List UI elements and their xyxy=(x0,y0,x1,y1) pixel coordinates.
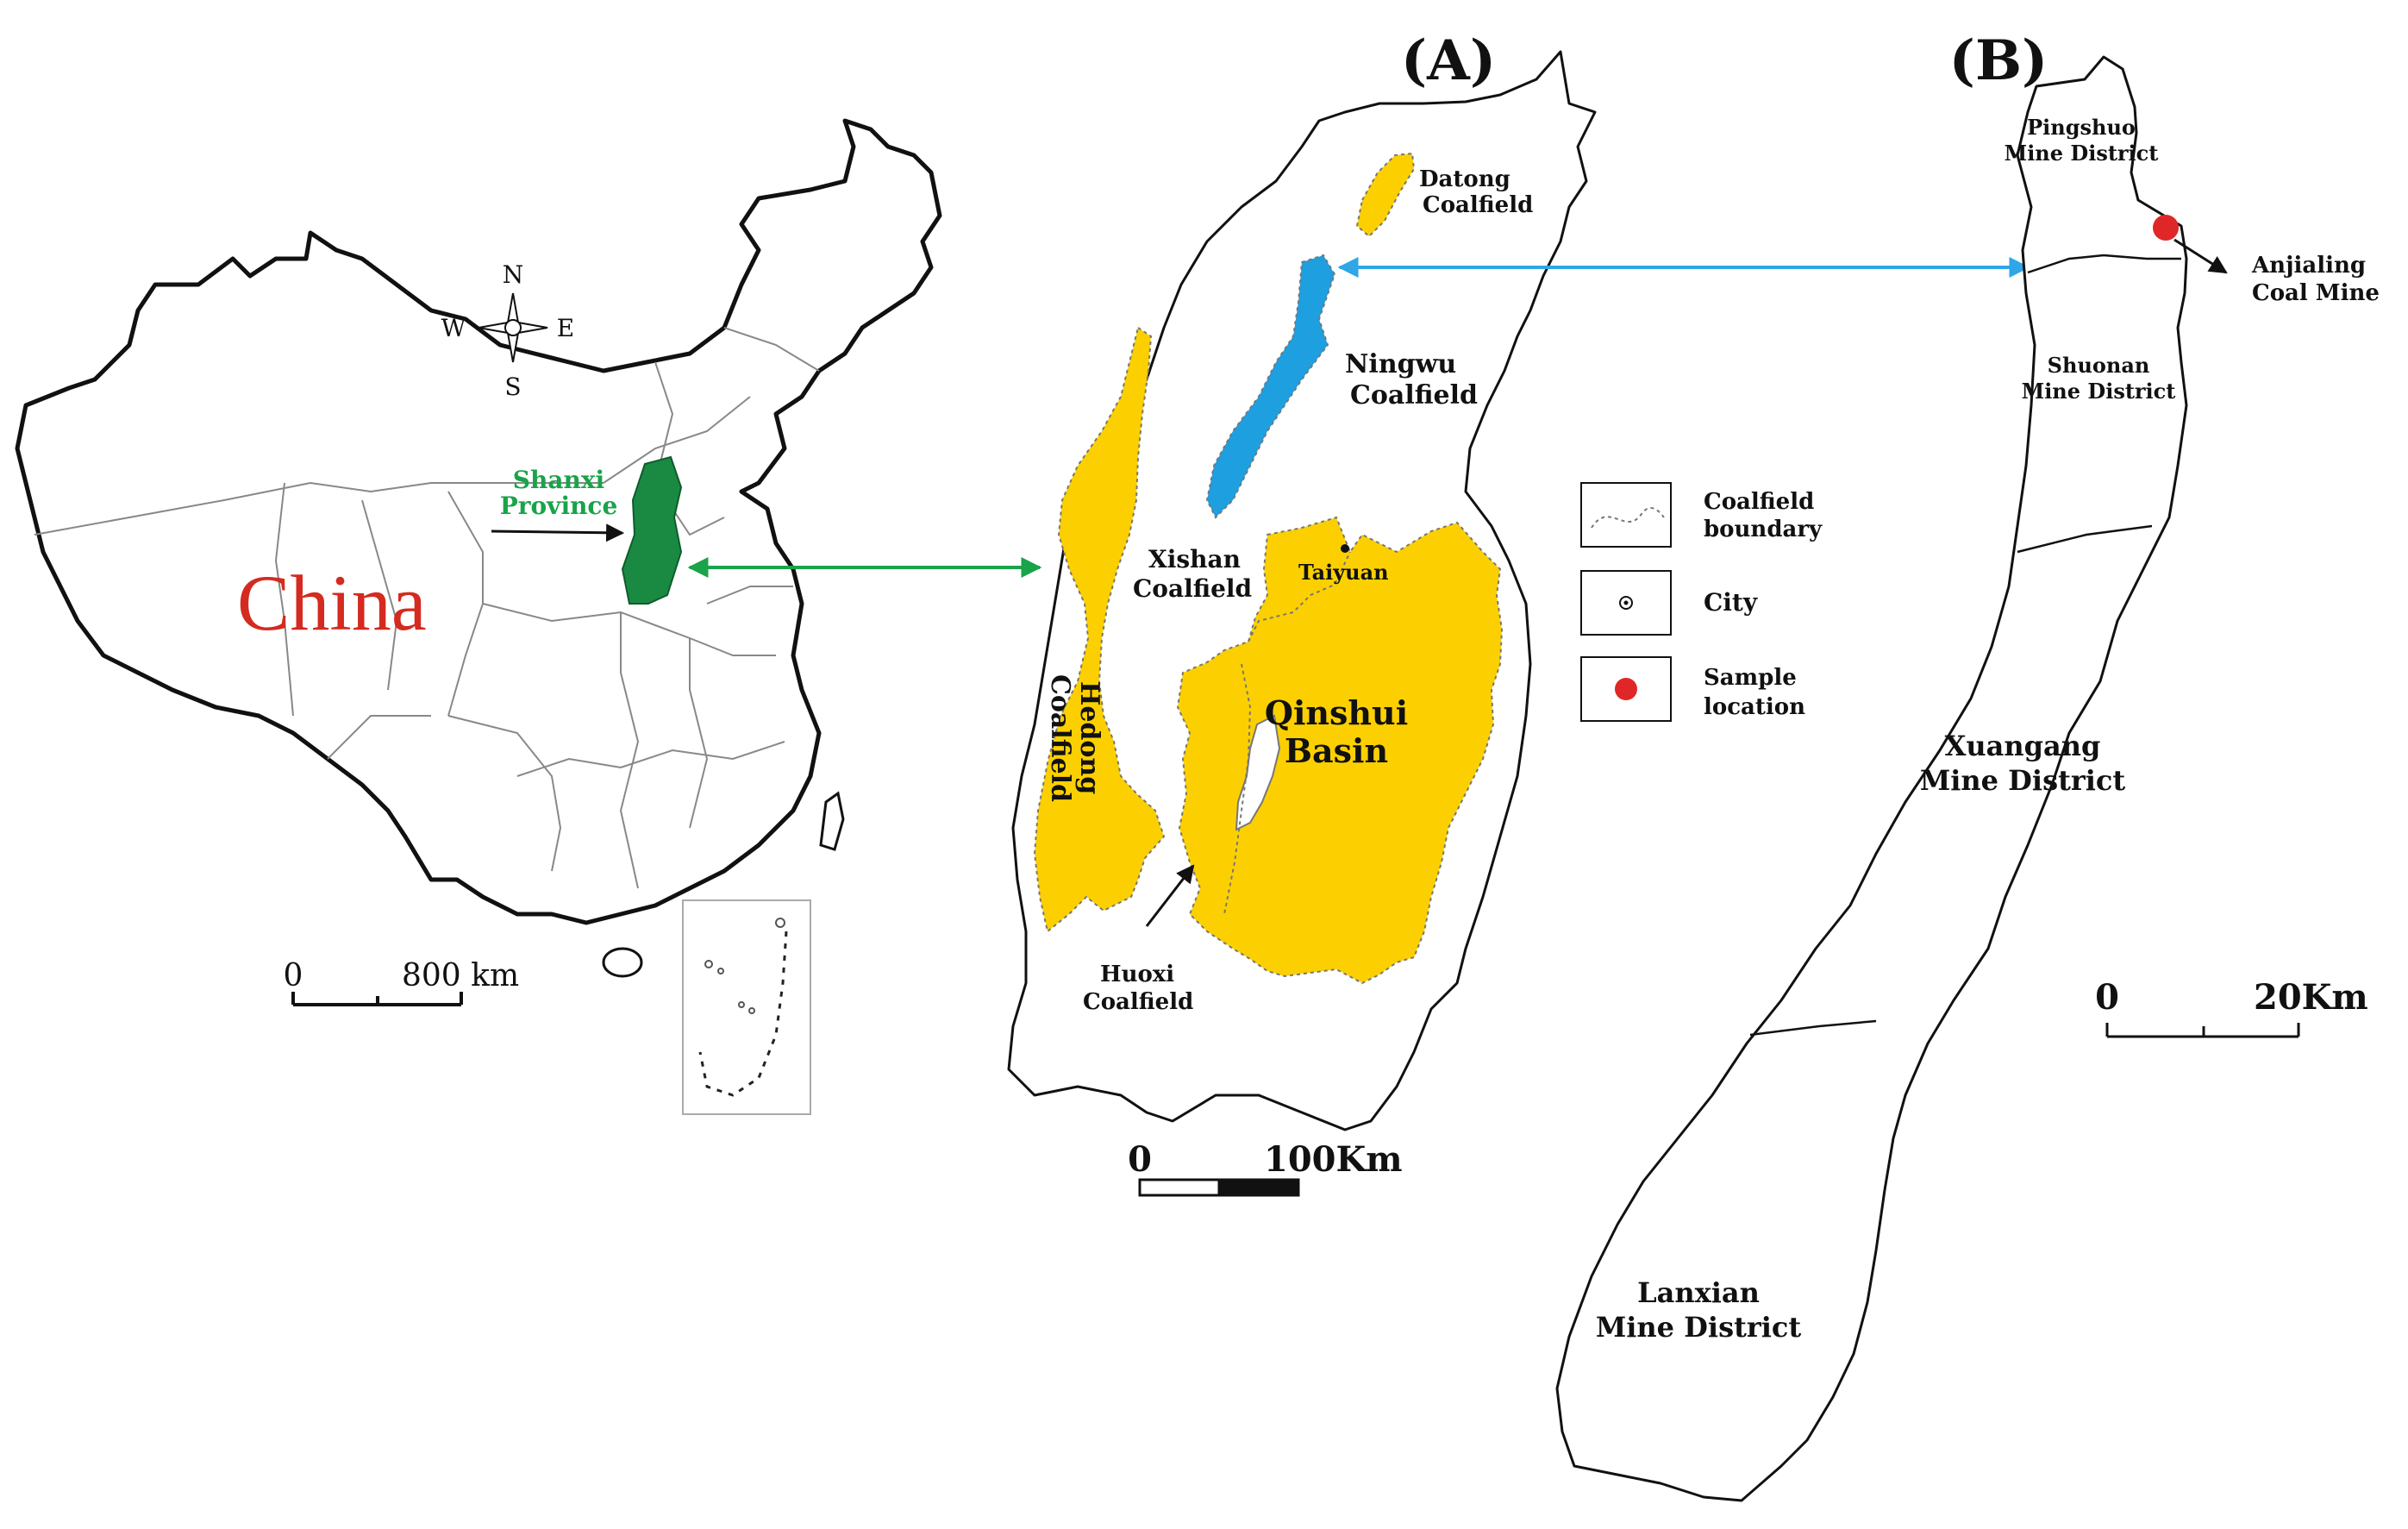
compass-south: S xyxy=(504,373,521,401)
legend-boundary-label-2: boundary xyxy=(1704,517,1823,542)
inset-dashed-line xyxy=(698,931,788,1097)
south-china-sea-inset xyxy=(682,899,811,1115)
xuangang-label-1: Xuangang xyxy=(1945,730,2101,762)
shanxi-pointer-arrow xyxy=(491,523,625,542)
ningwu-coalfield-area xyxy=(1205,254,1336,519)
shanxi-scale-end: 100Km xyxy=(1264,1139,1403,1180)
qinshui-basin-area xyxy=(1176,516,1504,985)
huoxi-label-2: Coalfield xyxy=(1083,989,1193,1015)
inset-islands xyxy=(704,918,785,1014)
qinshui-label-1: Qinshui xyxy=(1265,693,1408,732)
shuonan-label-1: Shuonan xyxy=(2048,353,2150,378)
map-legend: Coalfield boundary City Sample location xyxy=(1580,482,1823,722)
ningwu-outline xyxy=(1555,55,2188,1502)
compass-north: N xyxy=(503,260,524,289)
datong-coalfield-area xyxy=(1355,152,1416,238)
hedong-label-2: Coalfield xyxy=(1045,674,1075,802)
datong-label-1: Datong xyxy=(1419,166,1510,192)
legend-boundary-label-1: Coalfield xyxy=(1704,489,1814,515)
shanxi-label-line1: Shanxi xyxy=(513,466,604,494)
taiyuan-city-dot xyxy=(1341,544,1349,553)
china-map: N S E W China Shanxi Province 0 800 km xyxy=(15,118,942,1115)
shanxi-scale-bar: 0 100Km xyxy=(1128,1139,1403,1197)
china-province-boundaries xyxy=(34,327,820,889)
datong-label-2: Coalfield xyxy=(1423,192,1533,218)
panel-label-b: (B) xyxy=(1949,28,2048,93)
compass-west: W xyxy=(441,314,466,342)
anjialing-label-2: Coal Mine xyxy=(2252,280,2380,306)
ningwu-scale-end: 20Km xyxy=(2254,977,2368,1018)
ningwu-label-2: Coalfield xyxy=(1350,380,1478,410)
legend-sample-label-2: location xyxy=(1704,694,1805,720)
pingshuo-label-1: Pingshuo xyxy=(2027,115,2136,140)
legend-city-label: City xyxy=(1704,588,1758,617)
coalfield-internal-boundaries xyxy=(1223,551,1351,915)
panel-label-a: (A) xyxy=(1401,28,1496,93)
sample-location-dot xyxy=(2153,215,2179,241)
compass-east: E xyxy=(557,314,574,342)
xishan-label-2: Coalfield xyxy=(1133,574,1252,603)
mine-district-boundaries xyxy=(1749,254,2181,1037)
china-scale-start: 0 xyxy=(284,958,303,993)
ningwu-map: Pingshuo Mine District Anjialing Coal Mi… xyxy=(1555,55,2380,1502)
legend-boundary-box xyxy=(1580,482,1672,548)
china-scale-end: 800 km xyxy=(402,958,519,993)
hainan-island xyxy=(602,947,643,978)
shanxi-label-line2: Province xyxy=(500,492,618,520)
taiyuan-label: Taiyuan xyxy=(1298,560,1389,585)
xuangang-label-2: Mine District xyxy=(1920,764,2126,797)
taiwan-island xyxy=(819,791,845,851)
compass-rose: N S E W xyxy=(441,260,575,401)
shuonan-label-2: Mine District xyxy=(2022,379,2176,404)
hedong-label: Hedong Coalfield xyxy=(1045,674,1104,802)
pingshuo-label-2: Mine District xyxy=(2005,141,2159,166)
ningwu-label-1: Ningwu xyxy=(1345,349,1456,379)
lanxian-label-2: Mine District xyxy=(1596,1311,1802,1344)
lanxian-label-1: Lanxian xyxy=(1637,1276,1760,1309)
qinshui-label-2: Basin xyxy=(1285,731,1388,770)
huoxi-pointer-arrow xyxy=(1145,864,1195,927)
ningwu-scale-start: 0 xyxy=(2095,977,2119,1018)
hedong-coalfield-area xyxy=(1033,326,1166,933)
china-outline xyxy=(15,118,942,925)
xishan-label-1: Xishan xyxy=(1148,545,1241,573)
ningwu-scale-bar: 0 20Km xyxy=(2095,977,2368,1038)
huoxi-label-1: Huoxi xyxy=(1100,962,1174,987)
anjialing-label-1: Anjialing xyxy=(2251,253,2366,279)
china-scale-bar: 0 800 km xyxy=(284,958,519,1006)
hedong-label-1: Hedong xyxy=(1074,681,1104,794)
shanxi-map: Datong Coalfield Ningwu Coalfield Xishan… xyxy=(1007,50,1597,1197)
shanxi-scale-start: 0 xyxy=(1128,1139,1152,1180)
anjialing-pointer-arrow xyxy=(2173,238,2228,274)
shanxi-province-shape xyxy=(621,455,683,605)
legend-sample-label-1: Sample xyxy=(1704,665,1797,691)
china-label: China xyxy=(237,559,427,647)
